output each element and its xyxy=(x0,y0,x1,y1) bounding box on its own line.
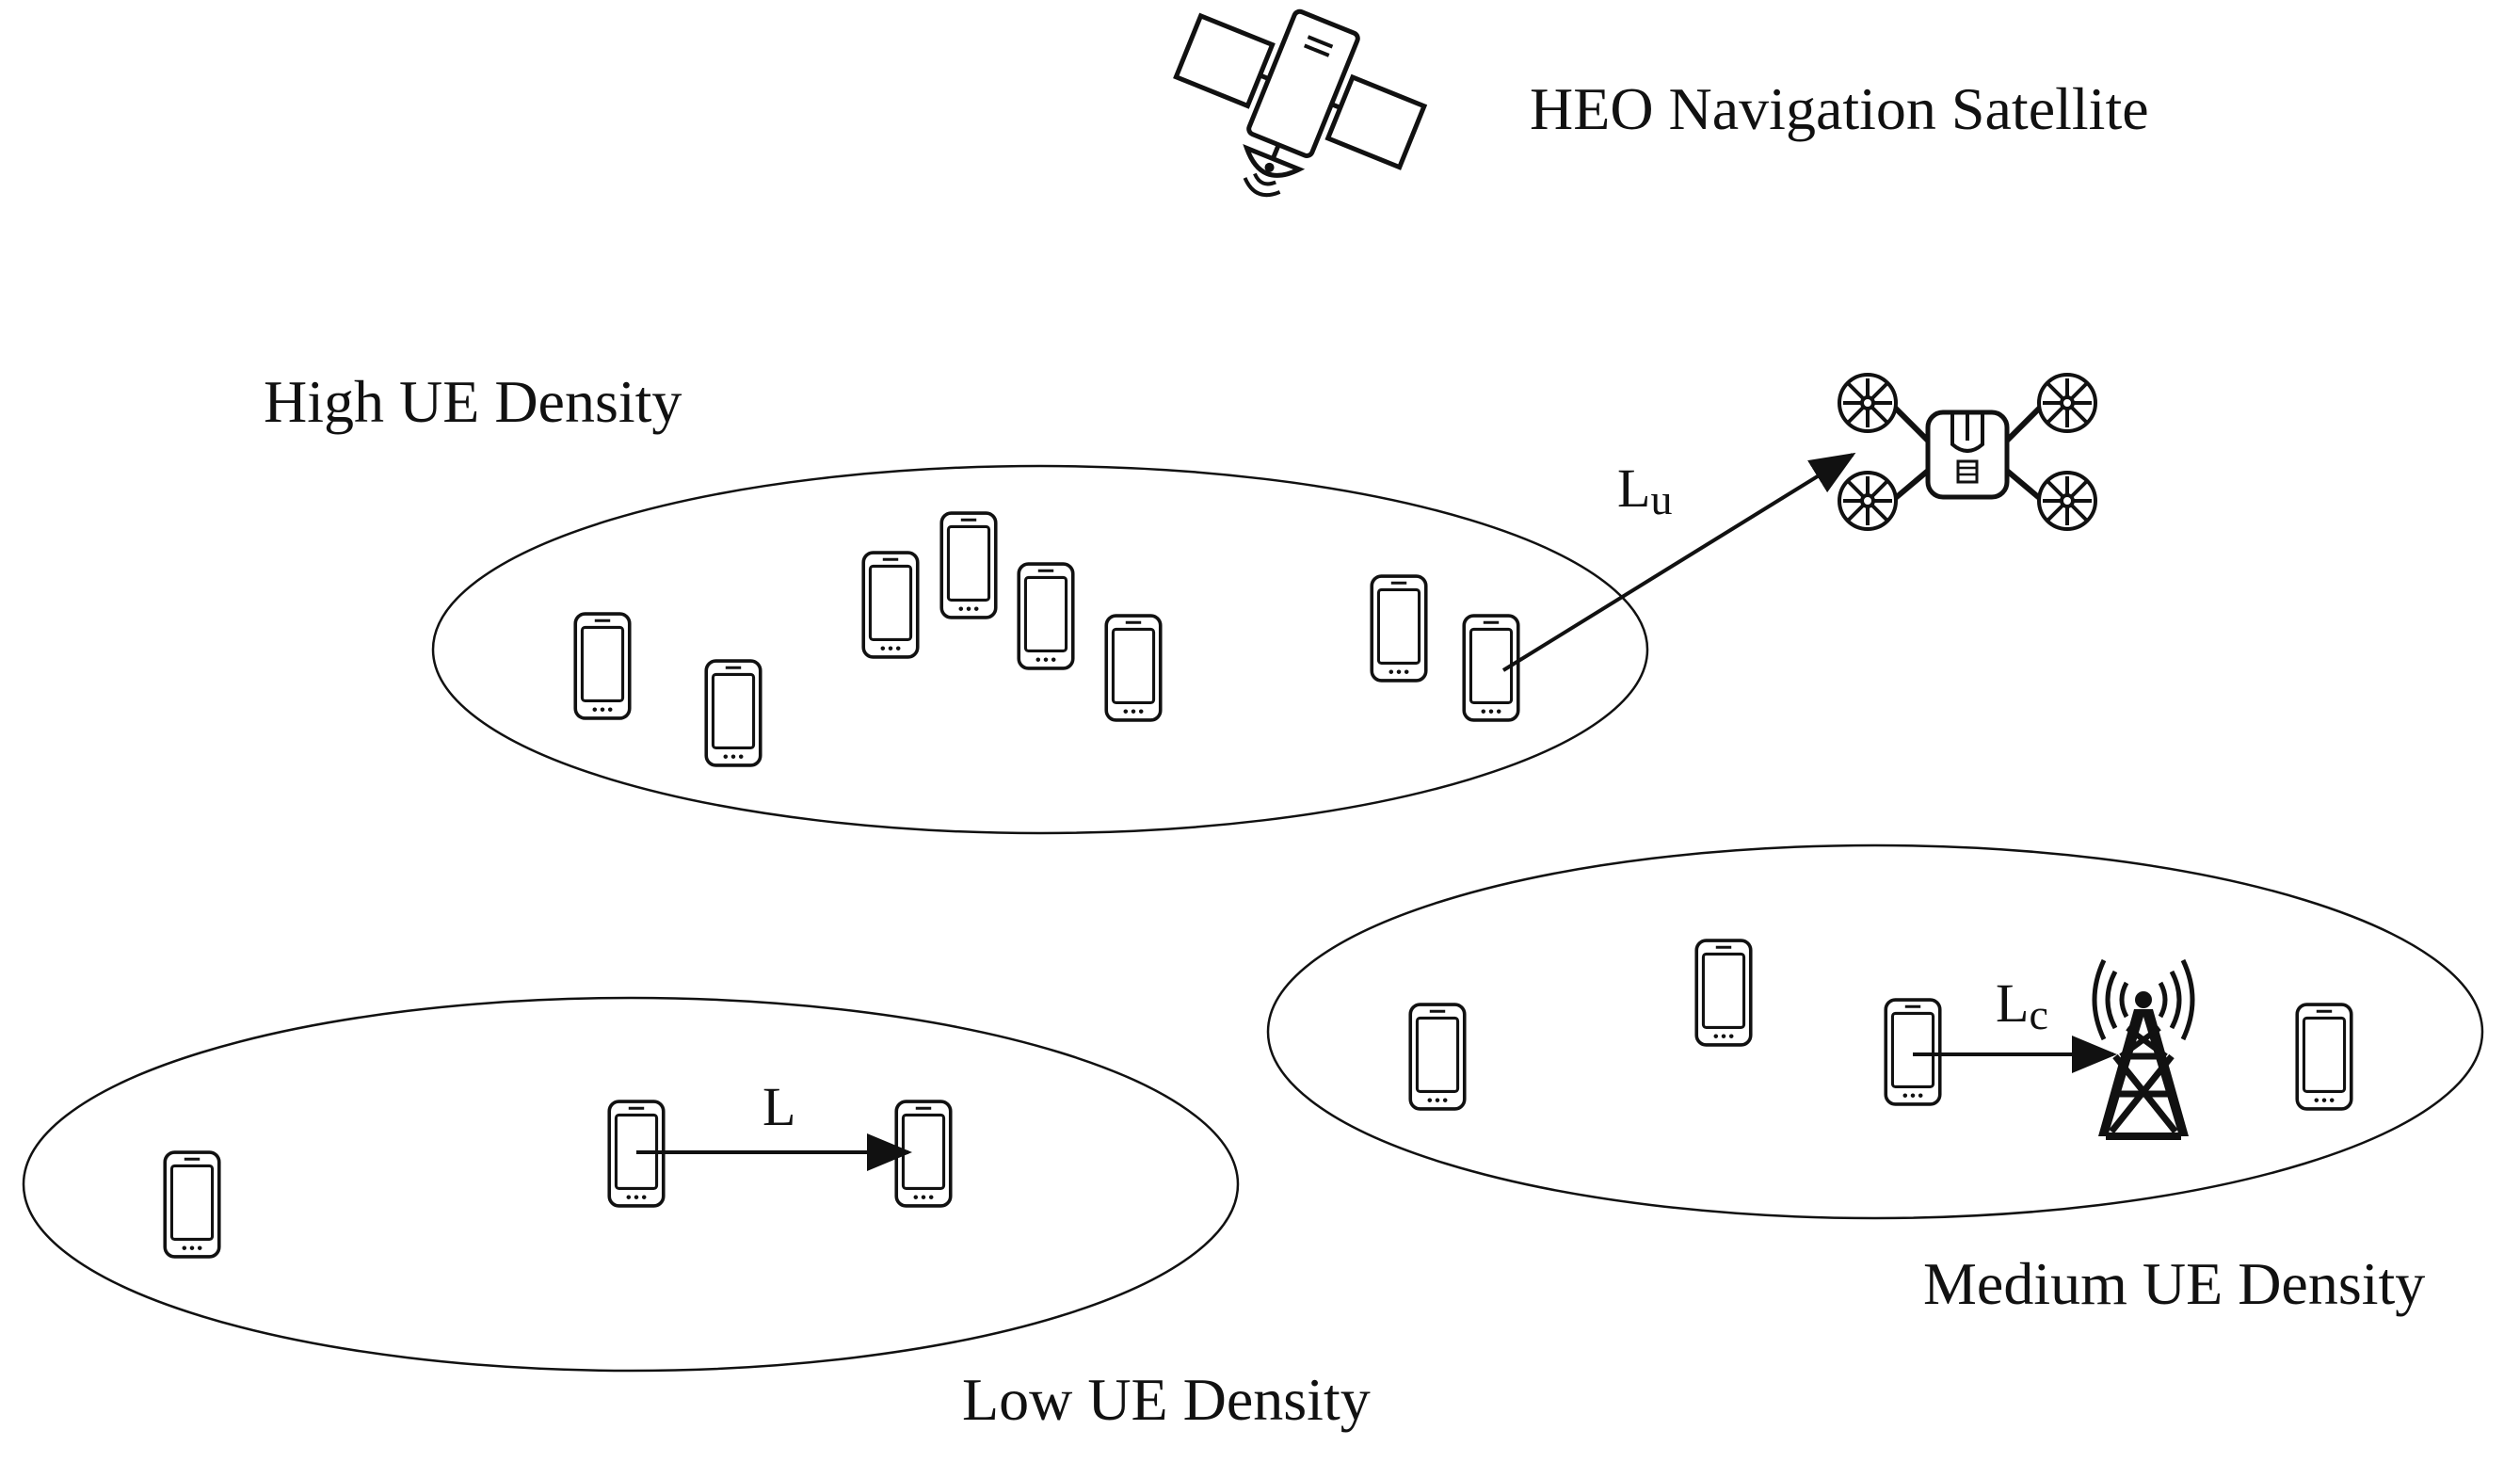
smartphone-icon xyxy=(939,511,998,619)
cell-tower-icon xyxy=(2092,958,2195,1140)
direct-link-label: L xyxy=(762,1076,795,1137)
smartphone-icon xyxy=(163,1150,221,1259)
smartphone-icon xyxy=(1694,939,1753,1047)
smartphone-icon xyxy=(861,551,920,659)
low-density-ues xyxy=(163,1100,953,1259)
high-density-label: High UE Density xyxy=(264,368,682,435)
smartphone-icon xyxy=(1017,562,1075,670)
smartphone-icon xyxy=(1408,1003,1467,1111)
satellite-label: HEO Navigation Satellite xyxy=(1530,75,2149,142)
low-density-label: Low UE Density xyxy=(962,1366,1371,1433)
smartphone-icon xyxy=(573,612,632,720)
medium-density-region xyxy=(1266,843,2484,1220)
uav-link-arrow xyxy=(1501,452,1856,672)
cell-link-label: Lc xyxy=(1996,972,2048,1038)
smartphone-icon xyxy=(1104,614,1163,722)
satellite-icon xyxy=(1173,8,1428,198)
smartphone-icon xyxy=(1370,574,1428,683)
medium-density-ues xyxy=(1408,939,2353,1111)
smartphone-icon xyxy=(1884,998,1942,1106)
low-density-region xyxy=(22,996,1240,1373)
drone-icon xyxy=(1838,373,2097,531)
smartphone-icon xyxy=(2295,1003,2353,1111)
high-density-ues xyxy=(573,511,1520,767)
high-density-region xyxy=(431,464,1649,835)
uav-link-label: Lu xyxy=(1617,458,1672,523)
smartphone-icon xyxy=(704,659,762,767)
medium-density-label: Medium UE Density xyxy=(1923,1250,2425,1317)
